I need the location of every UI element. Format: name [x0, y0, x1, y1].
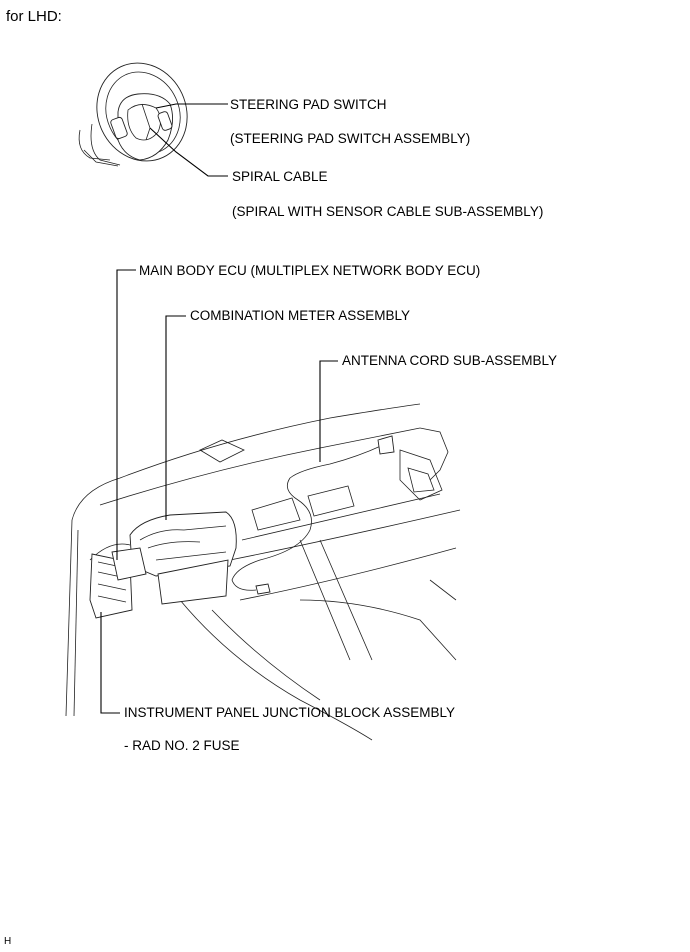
- leader-steering-pad-switch: [155, 103, 228, 109]
- label-junction-block: INSTRUMENT PANEL JUNCTION BLOCK ASSEMBLY: [124, 705, 456, 720]
- diagram-header: for LHD:: [6, 8, 62, 25]
- instrument-panel-illustration: [65, 403, 461, 741]
- label-main-body-ecu: MAIN BODY ECU (MULTIPLEX NETWORK BODY EC…: [139, 263, 481, 278]
- leader-antenna-cord: [319, 360, 338, 462]
- figure-code: H: [4, 936, 12, 947]
- label-spiral-cable: SPIRAL CABLE: [232, 169, 328, 184]
- label-steering-pad-switch: STEERING PAD SWITCH: [230, 97, 387, 112]
- leader-combination-meter: [165, 315, 186, 520]
- leader-spiral-cable: [149, 127, 228, 177]
- label-steering-pad-switch-assembly: (STEERING PAD SWITCH ASSEMBLY): [230, 131, 471, 146]
- label-spiral-cable-assembly: (SPIRAL WITH SENSOR CABLE SUB-ASSEMBLY): [232, 204, 544, 219]
- label-rad-fuse: - RAD NO. 2 FUSE: [124, 738, 240, 753]
- leader-main-body-ecu: [116, 269, 136, 560]
- label-combination-meter: COMBINATION METER ASSEMBLY: [190, 308, 411, 323]
- label-antenna-cord: ANTENNA CORD SUB-ASSEMBLY: [342, 353, 558, 368]
- steering-wheel-illustration: [78, 62, 188, 167]
- leader-junction-block: [100, 612, 120, 714]
